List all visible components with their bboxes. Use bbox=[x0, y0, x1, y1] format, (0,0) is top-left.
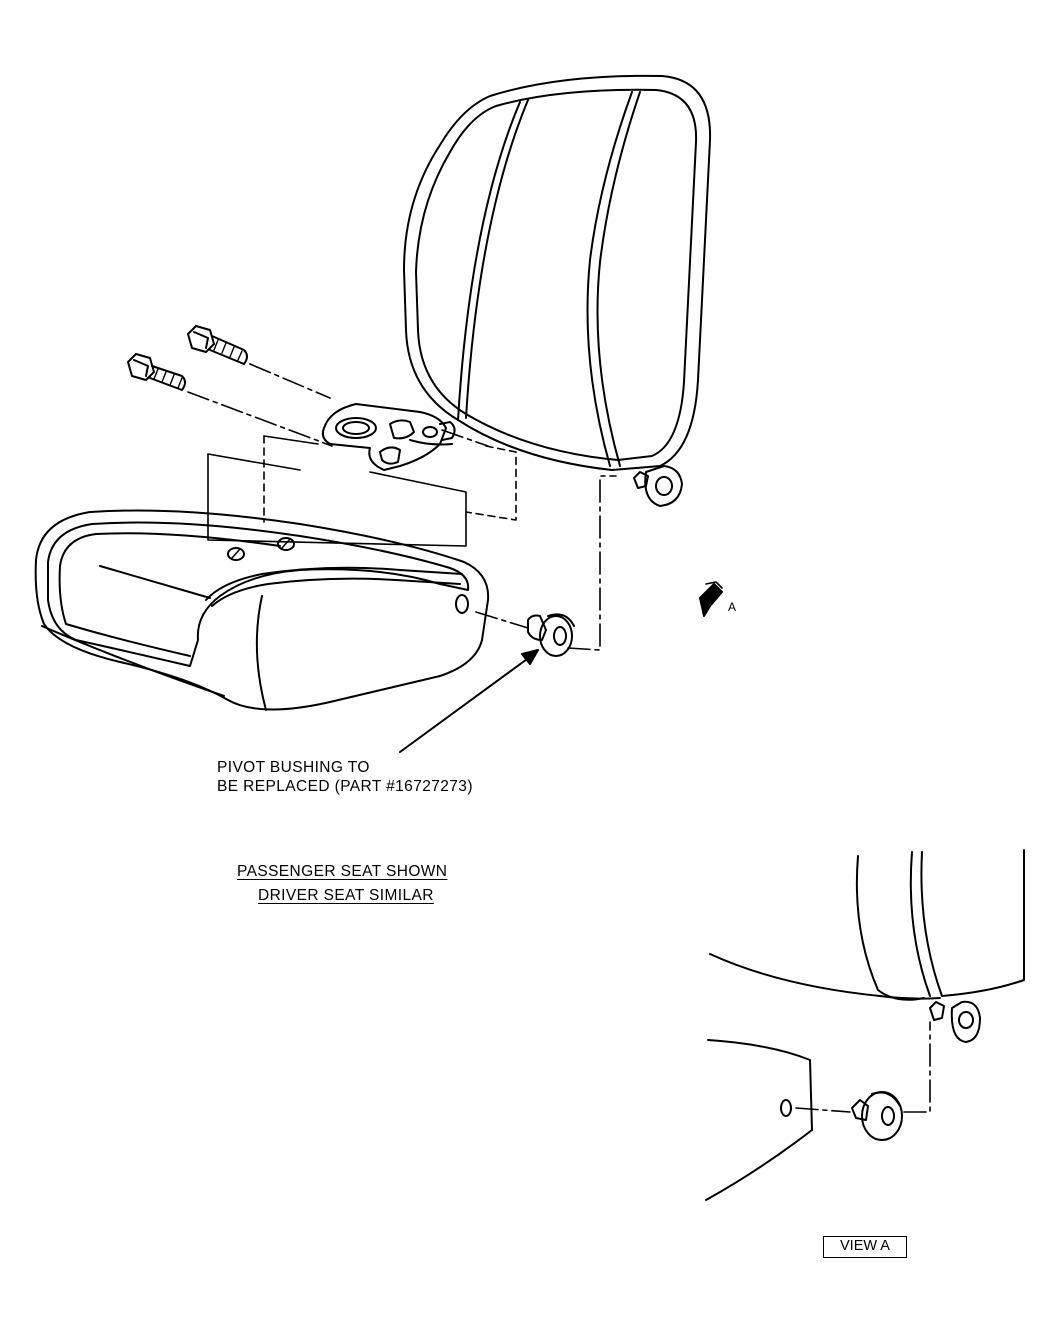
view-a-detail bbox=[705, 849, 1025, 1201]
view-a-label: VIEW A bbox=[823, 1236, 907, 1258]
view-a-arrow-icon bbox=[699, 581, 723, 617]
bolt-upper bbox=[187, 325, 248, 365]
seat-cushion bbox=[34, 509, 490, 711]
callout-leader bbox=[399, 649, 539, 753]
mount-plates bbox=[207, 435, 517, 547]
note-line2: DRIVER SEAT SIMILAR bbox=[258, 887, 434, 904]
alignment-centerlines bbox=[187, 363, 617, 651]
note-line1: PASSENGER SEAT SHOWN bbox=[237, 863, 448, 880]
callout-label-line1: PIVOT BUSHING TO bbox=[217, 759, 370, 776]
bolt-lower bbox=[127, 353, 186, 391]
pivot-bushing bbox=[527, 613, 575, 657]
seat-back bbox=[403, 74, 712, 471]
view-marker-letter: A bbox=[728, 600, 737, 614]
seatback-pivot-tab bbox=[633, 465, 683, 507]
callout-label-line2: BE REPLACED (PART #16727273) bbox=[217, 778, 473, 795]
recliner-bracket bbox=[321, 403, 456, 471]
